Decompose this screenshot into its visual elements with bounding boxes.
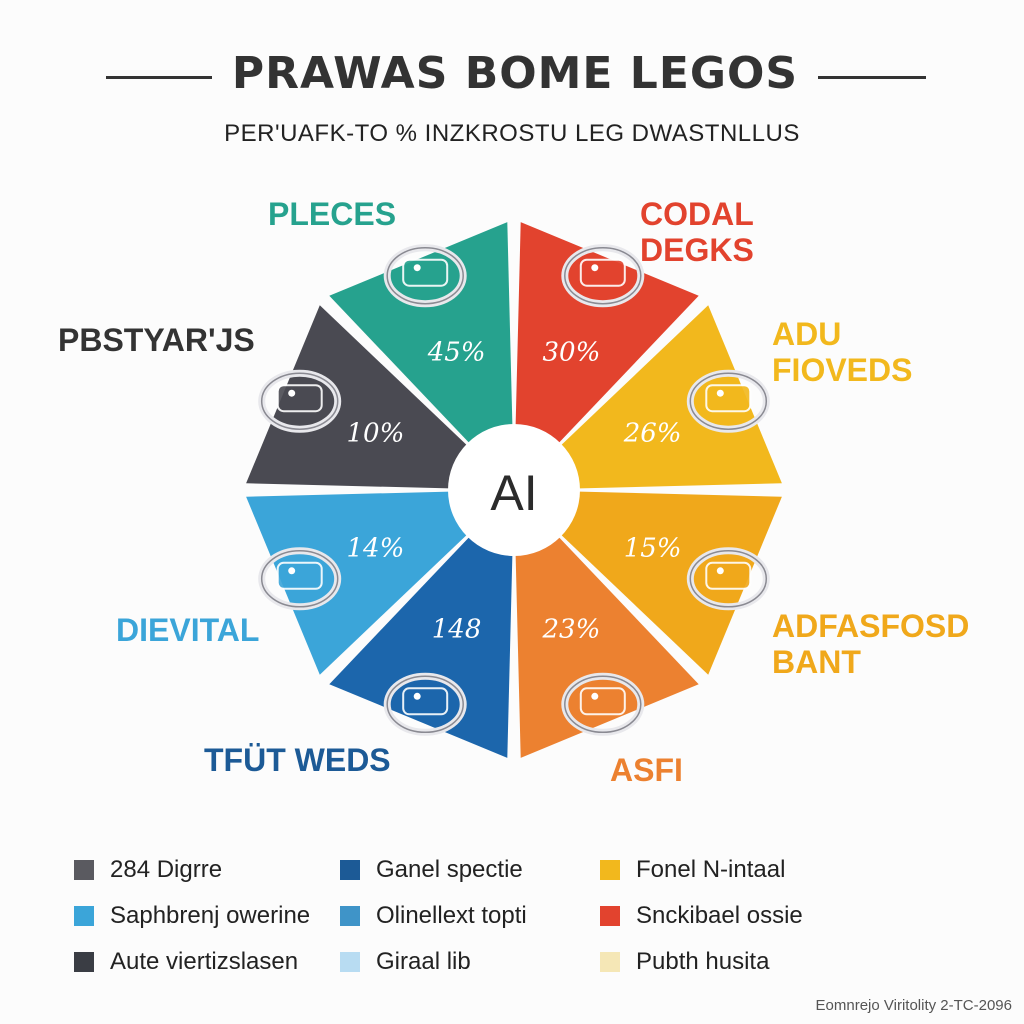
legend-swatch (74, 906, 94, 926)
legend-label: Saphbrenj owerine (110, 902, 311, 929)
legend-item: Pubth husita (600, 944, 769, 980)
gem-ring-icon (686, 547, 770, 611)
slice-category-label: ASFI (610, 752, 683, 788)
legend-item: 284 Digrre (74, 852, 222, 888)
pie-slice (514, 490, 699, 758)
gem-ring-icon (258, 369, 342, 433)
legend-item: Giraal lib (340, 944, 471, 980)
legend-item: Fonel N-intaal (600, 852, 785, 888)
legend-label: 284 Digrre (110, 856, 223, 883)
title-rule-left (106, 76, 212, 79)
legend-swatch (74, 952, 94, 972)
pie-slice (329, 490, 514, 758)
legend-label: Snckibael ossie (636, 902, 803, 929)
legend-label: Olinellext topti (376, 902, 527, 929)
center-label: AI (490, 465, 537, 521)
legend-swatch (600, 860, 620, 880)
legend-item: Aute viertizslasen (74, 944, 298, 980)
legend-swatch (74, 860, 94, 880)
slice-value-label: 30% (543, 337, 601, 367)
slice-value-label: 26% (623, 419, 682, 449)
page-subtitle: PER'UAFK-TO % INZKROSTU LEG DWASTNLLUS (224, 120, 800, 147)
title-row: PRAWAS BOME LEGOS (0, 48, 1024, 108)
legend-label: Ganel spectie (376, 856, 523, 883)
legend-swatch (600, 906, 620, 926)
title-rule-right (818, 76, 926, 79)
page-title: PRAWAS BOME LEGOS (231, 48, 799, 99)
gem-ring-icon (686, 369, 770, 433)
legend-swatch (600, 952, 620, 972)
slice-category-label: ADFASFOSD BANT (772, 608, 970, 680)
legend-swatch (340, 906, 360, 926)
legend-label: Pubth husita (636, 948, 770, 975)
slice-category-label: TFÜT WEDS (204, 742, 391, 778)
slice-value-label: 15% (624, 533, 682, 563)
pie-slice (514, 490, 782, 675)
legend-item: Saphbrenj owerine (74, 898, 310, 934)
pie-slice (246, 305, 514, 490)
pie-slice (514, 222, 699, 490)
legend-item: Snckibael ossie (600, 898, 803, 934)
legend-item: Olinellext topti (340, 898, 527, 934)
pie-slice (329, 222, 514, 490)
slice-category-label: DIEVITAL (116, 612, 260, 648)
slice-value-label: 45% (427, 337, 486, 367)
slice-category-label: PLECES (268, 196, 397, 232)
gem-ring-icon (258, 547, 342, 611)
footer-credit: Eomnrejo Viritolity 2-TC-2096 (815, 997, 1012, 1014)
gem-ring-icon (561, 244, 645, 308)
center-disc (448, 424, 580, 556)
slice-value-label: 10% (347, 419, 405, 449)
slice-category-label: PBSTYAR'JS (58, 322, 255, 358)
legend-swatch (340, 952, 360, 972)
slice-category-label: ADU FIOVEDS (772, 316, 913, 388)
legend-label: Giraal lib (376, 948, 471, 975)
slice-category-label: CODAL DEGKS (640, 196, 754, 268)
gem-ring-icon (383, 244, 467, 308)
gem-ring-icon (561, 672, 645, 736)
pie-slice (246, 490, 514, 675)
legend-label: Aute viertizslasen (110, 948, 299, 975)
slice-value-label: 23% (542, 615, 601, 645)
legend-item: Ganel spectie (340, 852, 523, 888)
pie-slice (514, 305, 782, 490)
legend-label: Fonel N-intaal (636, 856, 786, 883)
slice-value-label: 148 (432, 615, 482, 645)
slice-value-label: 14% (347, 533, 405, 563)
gem-ring-icon (383, 672, 467, 736)
legend-swatch (340, 860, 360, 880)
